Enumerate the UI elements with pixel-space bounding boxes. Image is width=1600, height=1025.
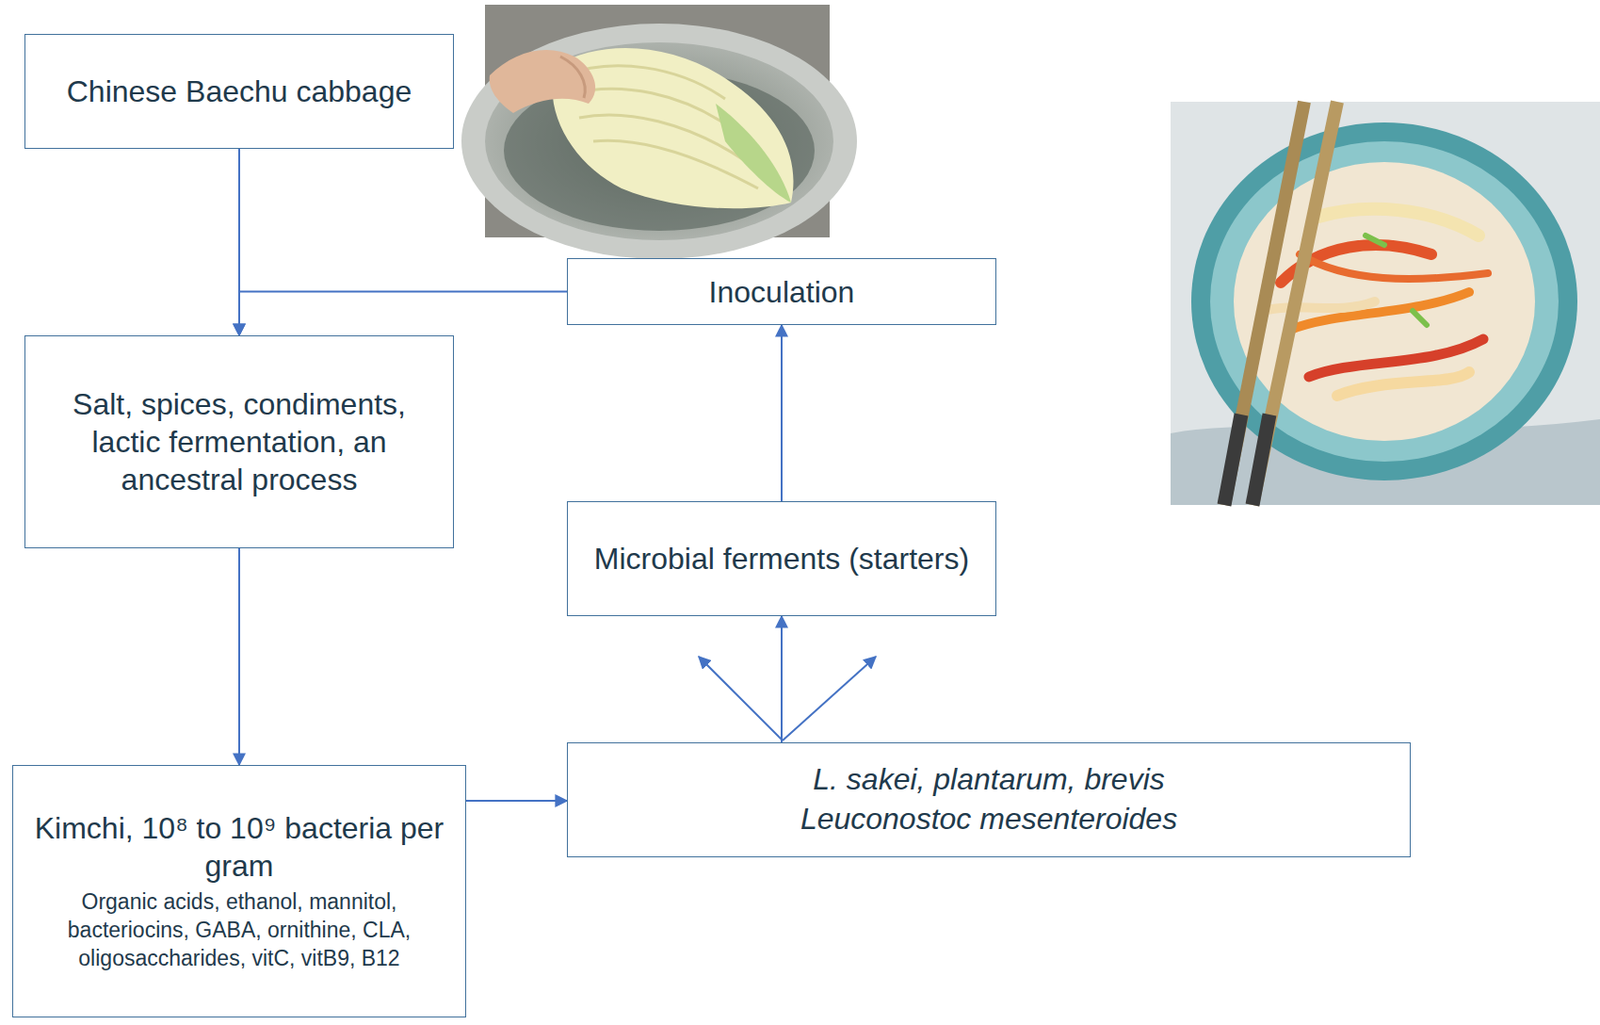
box-text: Chinese Baechu cabbage [66, 72, 413, 111]
box-text: Microbial ferments (starters) [594, 539, 970, 578]
kimchi-photo [1170, 101, 1600, 505]
box-text: Inoculation [709, 273, 856, 311]
flow-arrow [780, 615, 783, 743]
source-box: Chinese Baechu cabbage [24, 33, 454, 149]
box-body-text: Organic acids, ethanol, mannitol, bacter… [24, 888, 454, 973]
flow-arrow [780, 324, 783, 502]
process-box: Microbial ferments (starters) [566, 501, 997, 616]
species-box: L. sakei, plantarum, brevis Leuconostoc … [566, 742, 1411, 857]
fan-arrows [698, 656, 876, 741]
box-text: L. sakei, plantarum, brevis Leuconostoc … [743, 759, 1234, 839]
process-box: Salt, spices, condiments, lactic ferment… [24, 335, 454, 549]
flow-arrow [466, 799, 567, 802]
flow-arrow [239, 291, 567, 337]
box-text: Kimchi, 10⁸ to 10⁹ bacteria per gram [24, 808, 454, 885]
flow-arrow [238, 548, 241, 765]
process-box: Inoculation [566, 258, 997, 325]
product-box: Kimchi, 10⁸ to 10⁹ bacteria per gramOrga… [12, 764, 467, 1018]
cabbage-photo [461, 4, 857, 259]
box-text: Salt, spices, condiments, lactic ferment… [38, 385, 440, 499]
